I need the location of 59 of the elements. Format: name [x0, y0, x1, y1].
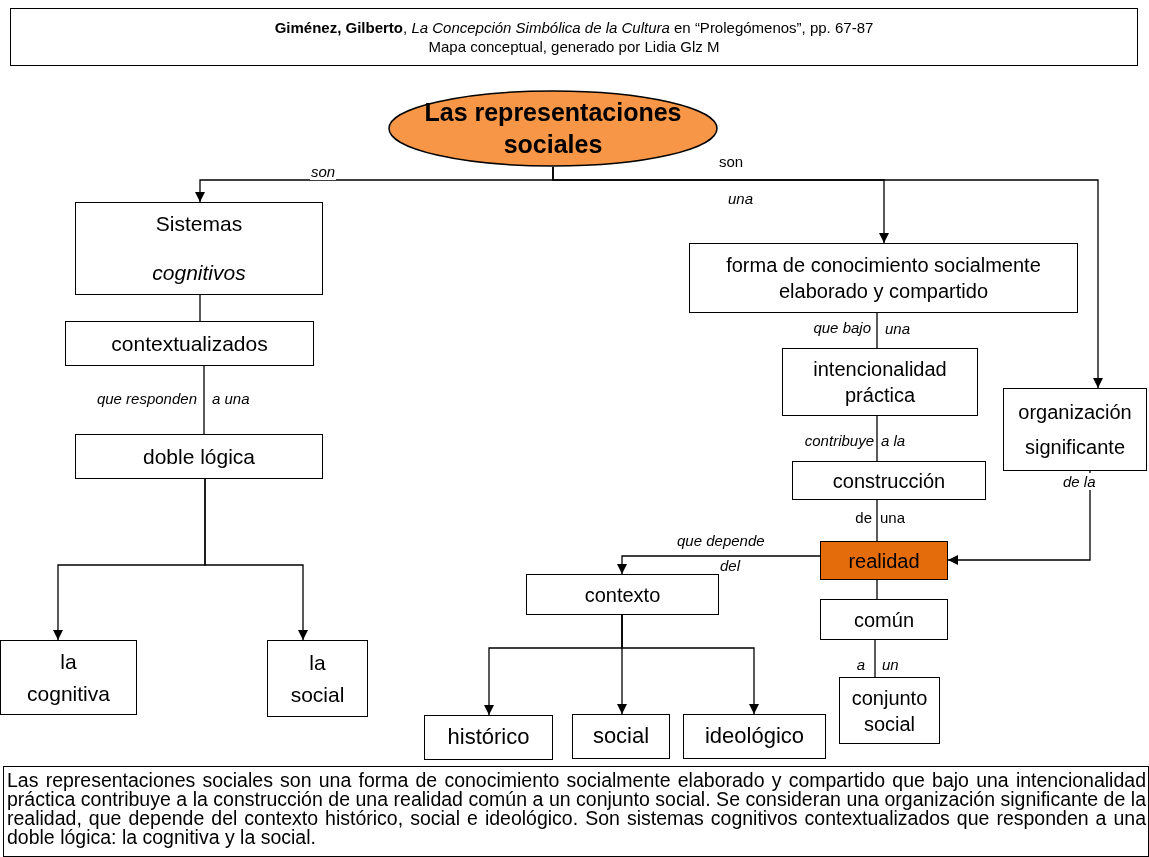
arrow [621, 614, 759, 715]
concept-label: forma de conocimiento socialmente elaborado y compartido [725, 253, 1042, 304]
arrow [617, 555, 821, 575]
connector-line [876, 579, 878, 600]
concept-label: construcción [832, 468, 946, 493]
concept-label: la social [289, 650, 346, 708]
summary-text: Las representaciones sociales son una forma de conocimiento socialmente elaborado y compartido que bajo una intencionalidad práctica contribuye a la construcción de una realidad común a un conjunto social. Se consideran una organización significante de la realidad, que depende del contexto histórico, social e ideológico. Son sistemas cognitivos contextualizados que responden a una doble lógica: la cognitiva y la social. [7, 771, 1146, 848]
concept-label: histórico [447, 724, 530, 751]
connector-text: del [719, 557, 742, 574]
concept-box [820, 541, 948, 580]
concept-box [267, 640, 368, 717]
concept-ellipse [388, 90, 718, 167]
concept-box [572, 714, 670, 759]
arrow [947, 470, 1091, 565]
edge-label: de la [1062, 473, 1097, 490]
concept-box [526, 574, 719, 615]
concept-label: social [592, 723, 650, 750]
arrow [552, 166, 1103, 389]
concept-label: la cognitiva [26, 649, 111, 707]
connector-line [876, 312, 878, 349]
arrow [204, 478, 308, 641]
concept-label: doble lógica [142, 443, 256, 470]
header-box [10, 8, 1138, 66]
concept-box [65, 321, 314, 366]
summary-box [3, 766, 1149, 857]
concept-box [782, 348, 978, 416]
edge-label: que depende [676, 532, 766, 549]
edge-label: que bajo [812, 319, 872, 336]
concept-label: ideológico [704, 723, 805, 750]
concept-box [683, 714, 826, 759]
concept-label: común [854, 607, 914, 632]
concept-label: conjunto social [850, 685, 929, 737]
subtitle-text: Mapa conceptual, generado por Lidia Glz M [428, 37, 720, 57]
concept-label: realidad [848, 548, 920, 573]
concept-box [689, 243, 1078, 313]
concept-box [0, 640, 137, 715]
concept-box [820, 599, 948, 640]
citation-text: Giménez, Gilberto, La Concepción Simbólica de la Cultura en “Prolegómenos”, pp. 67-87 [274, 17, 874, 37]
concept-box [839, 677, 940, 744]
concept-label: Sistemas cognitivos [151, 211, 247, 286]
connector-line [876, 415, 878, 462]
connector-line [203, 365, 205, 435]
concept-label: Las representaciones sociales [423, 97, 683, 160]
connector-line [874, 639, 876, 678]
concept-box [792, 461, 986, 500]
edge-label: contribuye [803, 432, 875, 449]
concept-label: contextualizados [111, 330, 268, 357]
edge-label: que responden [95, 390, 198, 407]
connector-text: a la [880, 432, 907, 449]
concept-label: intencionalidad práctica [812, 357, 948, 408]
edge-label: de [854, 509, 873, 526]
concept-box [424, 715, 553, 760]
connector-line [876, 499, 878, 542]
concept-label: organización significante [1017, 399, 1133, 460]
connector-line [199, 294, 201, 322]
concept-box [75, 434, 323, 479]
concept-label: contexto [584, 582, 661, 607]
concept-box [75, 202, 323, 295]
concept-box [1003, 388, 1147, 471]
